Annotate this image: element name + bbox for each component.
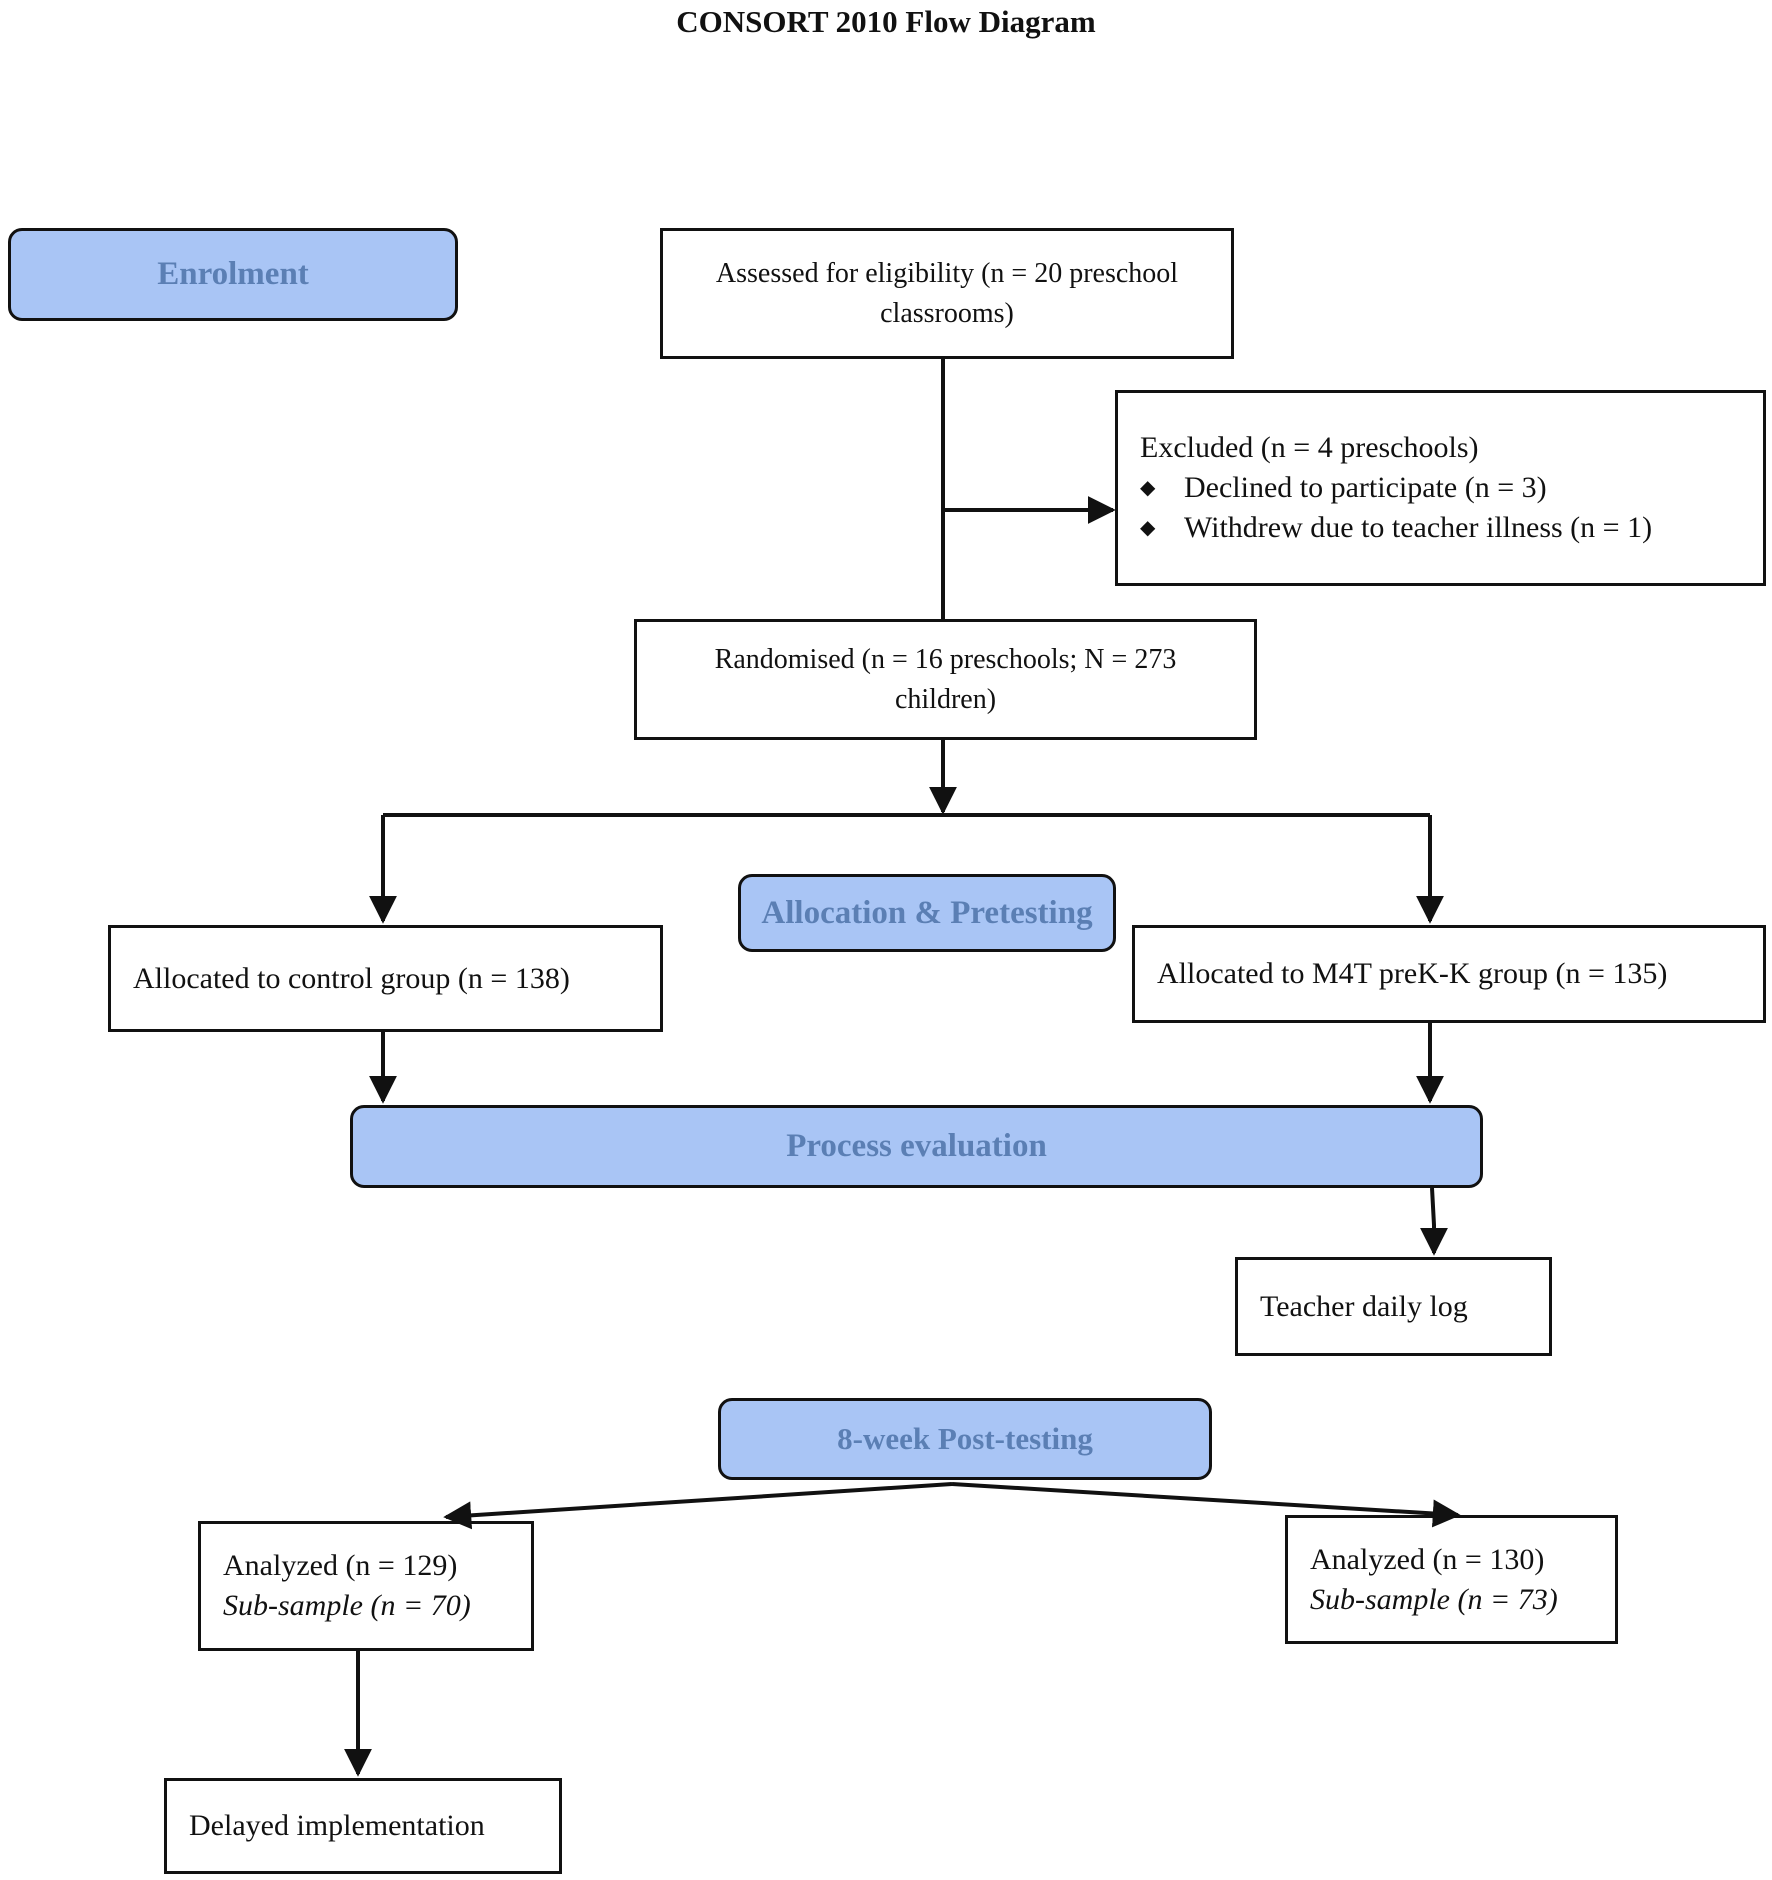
excluded-item-withdrew: ◆ Withdrew due to teacher illness (n = 1… bbox=[1140, 508, 1741, 548]
excluded-item-withdrew-text: Withdrew due to teacher illness (n = 1) bbox=[1184, 511, 1653, 544]
assessed-box: Assessed for eligibility (n = 20 prescho… bbox=[660, 228, 1234, 359]
teacher-daily-log-box: Teacher daily log bbox=[1235, 1257, 1552, 1356]
m4t-group-label: Allocated to M4T preK-K group (n = 135) bbox=[1157, 957, 1668, 990]
control-group-label: Allocated to control group (n = 138) bbox=[133, 961, 570, 995]
analyzed-m4t-box: Analyzed (n = 130) Sub-sample (n = 73) bbox=[1285, 1515, 1618, 1644]
connector-post-to-control bbox=[443, 1482, 953, 1530]
connector-process-teacher-log bbox=[1420, 1187, 1448, 1256]
analyzed-m4t-line-1: Analyzed (n = 130) bbox=[1310, 1542, 1545, 1576]
diagram-title: CONSORT 2010 Flow Diagram bbox=[676, 4, 1096, 39]
randomised-line-2: children) bbox=[894, 683, 997, 715]
analyzed-m4t-subsample: Sub-sample (n = 73) bbox=[1310, 1582, 1558, 1616]
control-group-box: Allocated to control group (n = 138) bbox=[108, 925, 663, 1032]
randomised-box: Randomised (n = 16 preschools; N = 273 c… bbox=[634, 619, 1257, 740]
stage-enrolment: Enrolment bbox=[8, 228, 458, 321]
excluded-box: Excluded (n = 4 preschools) ◆ Declined t… bbox=[1115, 390, 1766, 586]
analyzed-control-line-1: Analyzed (n = 129) bbox=[223, 1549, 458, 1582]
stage-process-evaluation: Process evaluation bbox=[350, 1105, 1483, 1188]
analyzed-control-subsample: Sub-sample (n = 70) bbox=[223, 1589, 471, 1622]
analyzed-control-box: Analyzed (n = 129) Sub-sample (n = 70) bbox=[198, 1521, 534, 1651]
delayed-implementation-box: Delayed implementation bbox=[164, 1778, 562, 1874]
m4t-group-box: Allocated to M4T preK-K group (n = 135) bbox=[1132, 925, 1766, 1023]
excluded-item-declined: ◆ Declined to participate (n = 3) bbox=[1140, 468, 1741, 508]
delayed-implementation-label: Delayed implementation bbox=[189, 1809, 485, 1842]
diamond-bullet-icon: ◆ bbox=[1140, 517, 1156, 539]
assessed-line-1: Assessed for eligibility (n = 20 prescho… bbox=[715, 257, 1179, 289]
randomised-line-1: Randomised (n = 16 preschools; N = 273 bbox=[714, 643, 1177, 675]
assessed-line-2: classrooms) bbox=[880, 297, 1014, 329]
diamond-bullet-icon: ◆ bbox=[1140, 477, 1156, 499]
connector-post-to-m4t bbox=[951, 1482, 1461, 1528]
excluded-heading: Excluded (n = 4 preschools) bbox=[1140, 431, 1479, 464]
teacher-daily-log-label: Teacher daily log bbox=[1260, 1289, 1468, 1323]
stage-allocation: Allocation & Pretesting bbox=[738, 874, 1116, 952]
stage-post-testing: 8-week Post-testing bbox=[718, 1398, 1212, 1480]
excluded-item-declined-text: Declined to participate (n = 3) bbox=[1184, 471, 1547, 504]
